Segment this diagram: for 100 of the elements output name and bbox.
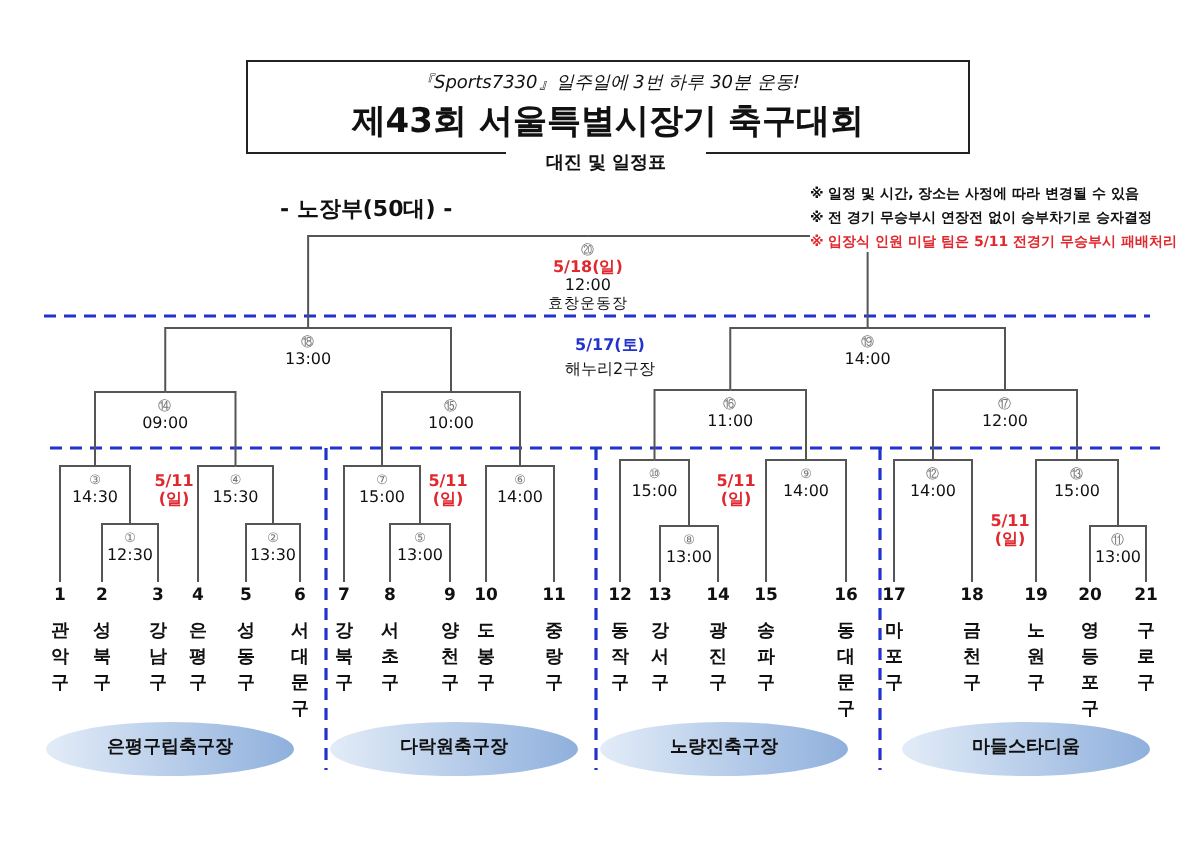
match-time: 13:00 <box>1094 548 1142 566</box>
bracket-line <box>653 389 732 461</box>
team-number: 15 <box>754 586 778 608</box>
team-name: 금천구 <box>961 620 983 698</box>
team-number: 18 <box>960 586 984 608</box>
match-time: 13:00 <box>665 548 713 566</box>
date-label: 5/11 (일) <box>988 512 1032 548</box>
bracket-line <box>94 391 167 467</box>
team-number: 6 <box>294 586 306 608</box>
team-number: 19 <box>1024 586 1048 608</box>
bracket-line <box>653 459 690 527</box>
team-name: 성북구 <box>91 620 113 698</box>
team-number: 7 <box>338 586 350 608</box>
venue-ellipse: 다락원축구장 <box>330 722 578 776</box>
team-name: 동작구 <box>609 620 631 698</box>
bracket-line <box>519 465 555 583</box>
match-time: 10:00 <box>427 414 475 432</box>
bracket-line <box>307 327 452 393</box>
bracket-line <box>197 465 237 583</box>
team-name: 영등포구 <box>1079 620 1101 724</box>
bracket-line <box>659 525 690 583</box>
match-time: 14:00 <box>909 482 957 500</box>
bracket-line <box>619 459 656 583</box>
match-time: 09:00 <box>142 414 189 432</box>
match-time: 11:00 <box>707 412 754 430</box>
team-name: 성동구 <box>235 620 257 698</box>
bracket-line <box>688 525 719 583</box>
venue-ellipse: 노량진축구장 <box>600 722 848 776</box>
match-time: 13:30 <box>249 546 297 564</box>
match-time: 14:30 <box>71 488 119 506</box>
section-heading: - 노장부(50대) - <box>280 194 453 224</box>
bracket-line <box>765 459 807 583</box>
bracket-line <box>729 327 869 391</box>
team-name: 강서구 <box>649 620 671 698</box>
team-number: 3 <box>152 586 164 608</box>
team-number: 14 <box>706 586 730 608</box>
team-number: 8 <box>384 586 396 608</box>
slogan-text: 『Sports7330』일주일에 3번 하루 30분 운동! <box>414 71 802 96</box>
venue-label: 해누리2구장 <box>562 358 658 380</box>
team-number: 10 <box>474 586 498 608</box>
date-label: 5/17(토) <box>573 334 647 356</box>
match-time: 15:00 <box>358 488 406 506</box>
bracket-line <box>164 327 310 393</box>
team-name: 강남구 <box>147 620 169 698</box>
match-time: 13:00 <box>285 350 332 368</box>
team-number: 13 <box>648 586 672 608</box>
team-name: 마포구 <box>883 620 905 698</box>
team-name: 광진구 <box>707 620 729 698</box>
team-number: 1 <box>54 586 66 608</box>
bracket-line <box>343 465 383 583</box>
bracket-line <box>450 391 521 467</box>
team-name: 도봉구 <box>475 620 497 698</box>
team-name: 송파구 <box>755 620 777 698</box>
match-time: 15:00 <box>1053 482 1101 500</box>
team-number: 5 <box>240 586 252 608</box>
date-label: 5/11 (일) <box>152 472 196 508</box>
bracket-line <box>932 389 1006 461</box>
team-name: 서초구 <box>379 620 401 698</box>
team-name: 관악구 <box>49 620 71 698</box>
bracket-line <box>805 459 847 583</box>
bracket-line <box>381 391 452 467</box>
team-name: 은평구 <box>187 620 209 698</box>
bracket-line <box>866 327 1006 391</box>
team-name: 중랑구 <box>543 620 565 698</box>
team-number: 9 <box>444 586 456 608</box>
bracket-line <box>245 523 274 583</box>
bracket-line <box>729 389 807 461</box>
match-time: 13:00 <box>396 546 444 564</box>
team-name: 양천구 <box>439 620 461 698</box>
bracket-line <box>101 523 131 583</box>
bracket-line <box>1004 389 1078 461</box>
team-name: 동대문구 <box>835 620 857 724</box>
bracket-line <box>307 235 589 329</box>
date-label: 5/11 (일) <box>426 472 470 508</box>
match-time: 12:00 <box>981 412 1029 430</box>
venue-ellipse: 은평구립축구장 <box>46 722 294 776</box>
match-time: 12:00 <box>564 276 611 294</box>
bracket-line <box>1117 525 1147 583</box>
match-time: 14:00 <box>844 350 891 368</box>
bracket-line <box>59 465 96 583</box>
team-number: 4 <box>192 586 204 608</box>
match-time: 14:00 <box>782 482 830 500</box>
team-number: 21 <box>1134 586 1158 608</box>
bracket-line <box>234 465 274 525</box>
match-time: 15:30 <box>212 488 259 506</box>
team-name: 노원구 <box>1025 620 1047 698</box>
bracket-line <box>389 523 421 583</box>
bracket-line <box>129 523 159 583</box>
bracket-line <box>419 523 451 583</box>
bracket-line <box>94 465 131 525</box>
match-time: 15:00 <box>631 482 678 500</box>
bracket-line <box>932 459 973 583</box>
team-number: 20 <box>1078 586 1102 608</box>
bracket-line <box>164 391 237 467</box>
bracket-line <box>893 459 934 583</box>
team-name: 구로구 <box>1135 620 1157 698</box>
team-number: 11 <box>542 586 566 608</box>
subtitle-text: 대진 및 일정표 <box>506 150 706 176</box>
title-text: 제43회 서울특별시장기 축구대회 <box>349 100 867 144</box>
bracket-line <box>1076 459 1119 527</box>
